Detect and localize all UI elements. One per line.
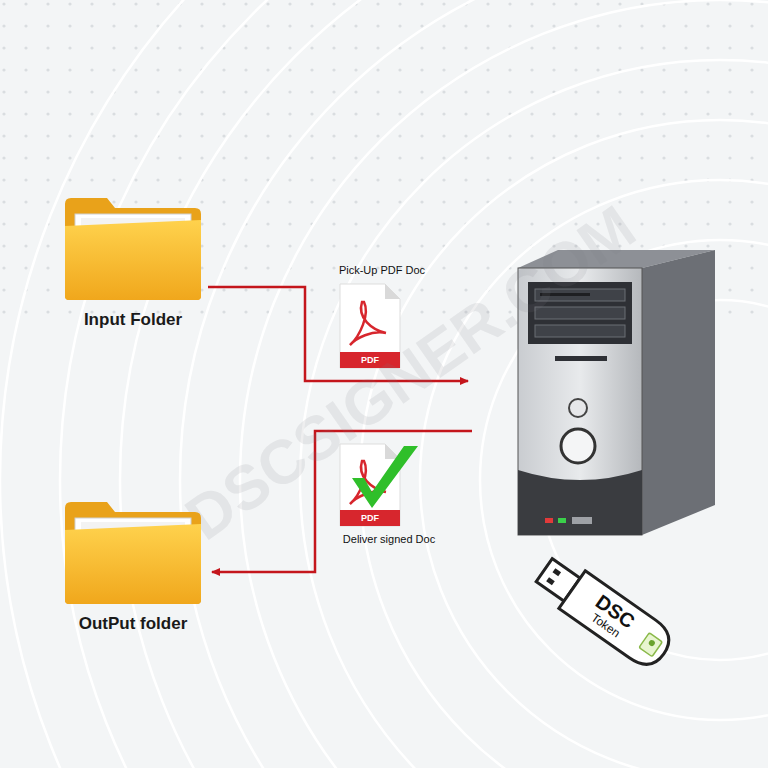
folder-icon (61, 500, 205, 606)
folder-icon (61, 196, 205, 302)
folder-node: OutPut folder (58, 500, 208, 634)
step-label: Deliver signed Doc (343, 533, 435, 545)
folder-label: OutPut folder (58, 614, 208, 634)
check-mark (352, 446, 418, 508)
dsc-token: DSCToken (527, 547, 681, 677)
pdf-tag: PDF (361, 355, 379, 365)
folder-node: Input Folder (58, 196, 208, 330)
pdf-tag: PDF (361, 513, 379, 523)
folder-label: Input Folder (58, 310, 208, 330)
step-label: Pick-Up PDF Doc (339, 264, 425, 276)
